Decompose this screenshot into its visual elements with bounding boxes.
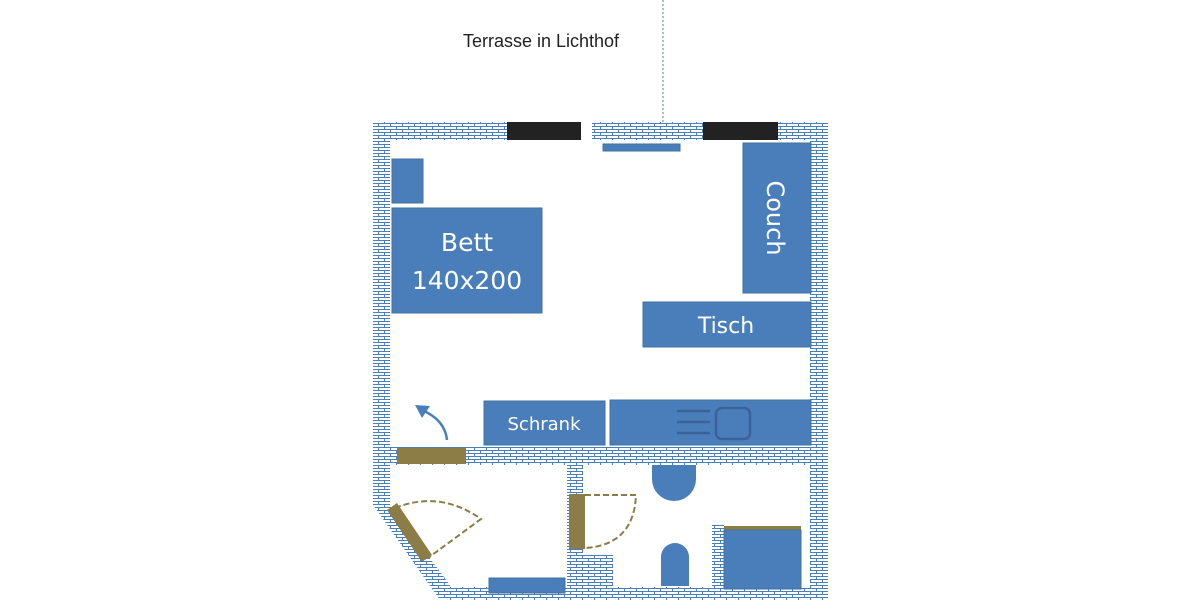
toilet (652, 465, 696, 501)
bed-label: Bett (441, 228, 493, 257)
terrace-label: Terrasse in Lichthof (463, 31, 620, 51)
shelf (602, 143, 681, 152)
bathroom-door (569, 494, 585, 549)
window-right (703, 122, 778, 140)
sink (661, 543, 689, 586)
kitchen-counter (609, 399, 812, 446)
table-label: Tisch (697, 314, 754, 339)
stove-icon (677, 406, 752, 441)
shower-door (724, 526, 801, 530)
wardrobe-label: Schrank (508, 414, 582, 435)
bathroom-door-swing (584, 494, 638, 549)
arrow-head-icon (415, 405, 430, 418)
window-left (507, 122, 581, 140)
table: Tisch (642, 301, 812, 348)
hall-door (387, 503, 432, 562)
nightstand (391, 158, 424, 204)
hall-shelf (488, 577, 566, 594)
entry-door (397, 448, 466, 464)
shower (723, 529, 802, 590)
couch-label: Couch (761, 180, 789, 255)
couch: Couch (742, 142, 812, 294)
window-gap (581, 122, 592, 140)
wardrobe: Schrank (483, 400, 606, 446)
bed-size-label: 140x200 (412, 266, 522, 295)
bed: Bett 140x200 (391, 207, 543, 314)
hall-door-swing (394, 500, 483, 559)
door-arrow-icon (421, 408, 449, 441)
